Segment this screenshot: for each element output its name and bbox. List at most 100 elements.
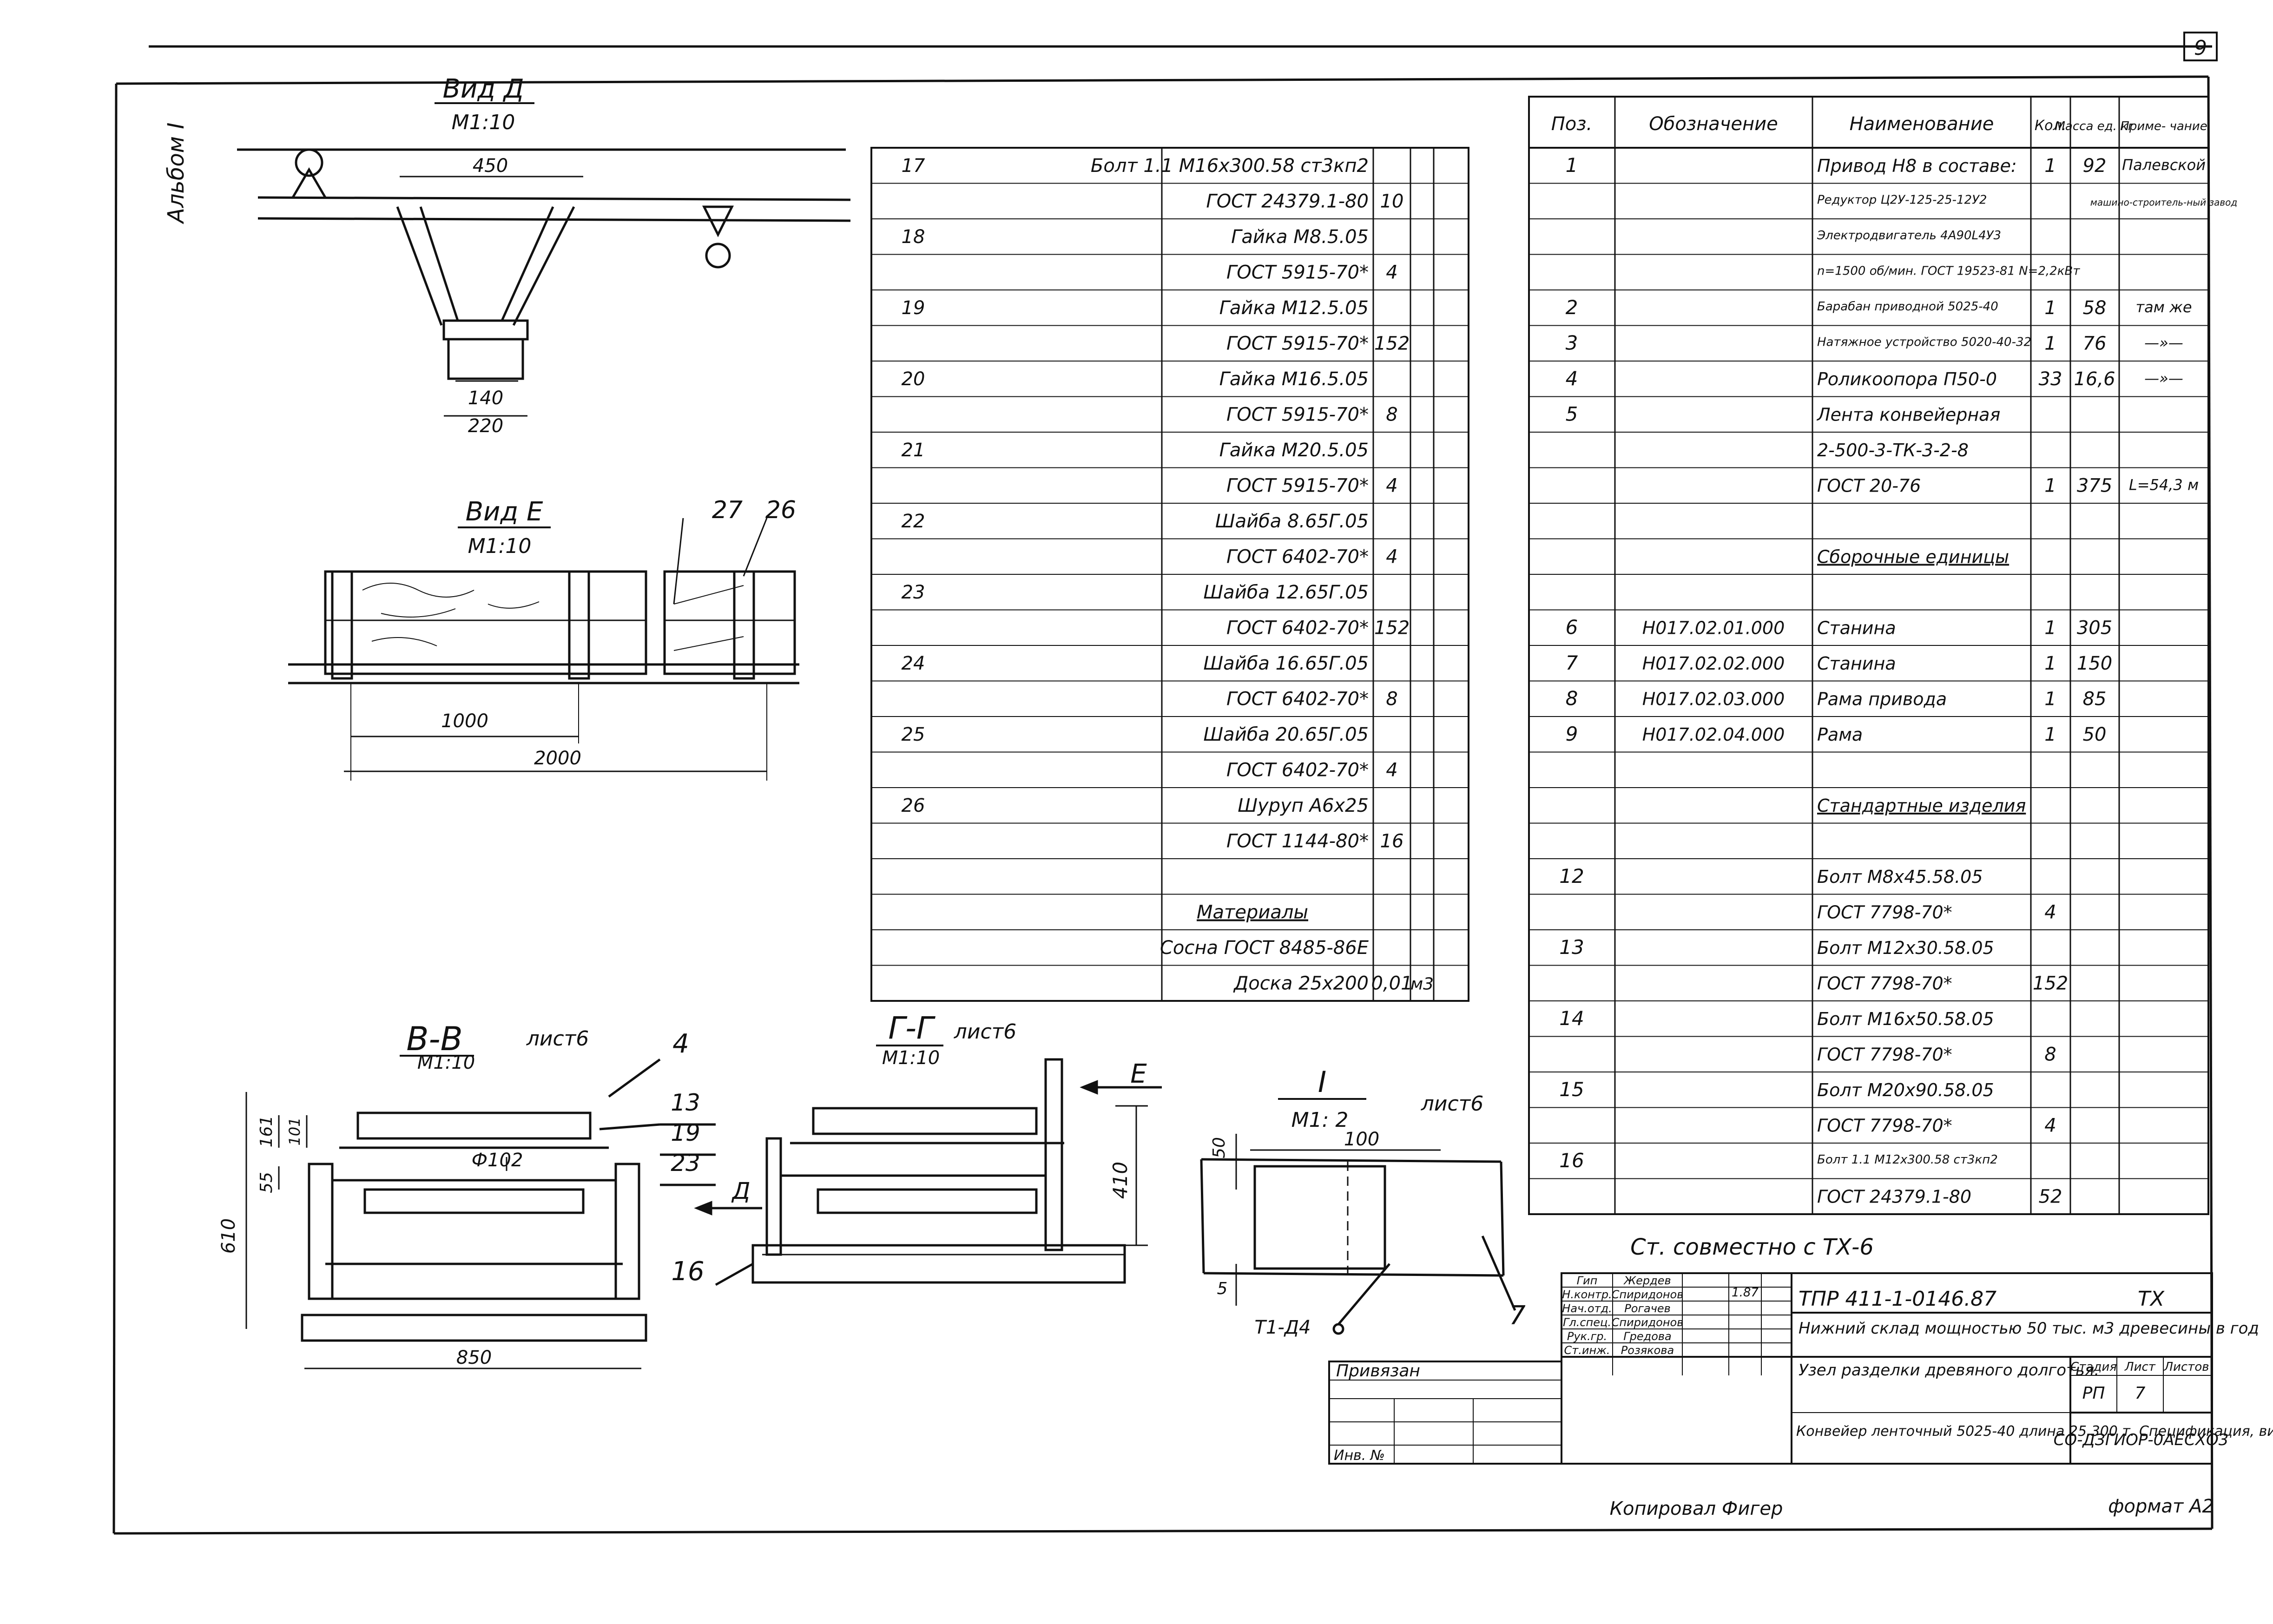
right-row-qty: 4 [2044, 902, 2056, 923]
left-row-qty: 4 [1386, 760, 1397, 781]
right-table-frame [1528, 96, 2209, 1215]
object-name: Нижний склад мощностью 50 тыс. м3 древес… [1799, 1319, 2259, 1338]
left-row-name: Гайка М12.5.05 [1219, 297, 1369, 319]
dim-50: 50 [1210, 1137, 1229, 1158]
right-spec-table: Поз. Обозначение Наименование Кол.Масса ед.… [1528, 96, 2237, 1215]
page-number: 9 [2194, 36, 2207, 60]
role-label: Нач.отд. [1562, 1302, 1612, 1315]
detail-i-title: I [1318, 1065, 1326, 1099]
left-row-pos: 26 [902, 795, 925, 816]
dim-101: 101 [286, 1117, 303, 1145]
right-row-name: Роликоопора П50-0 [1817, 369, 1997, 389]
left-row-name: ГОСТ 1144-80* [1226, 831, 1369, 852]
callout-e: Е [1130, 1059, 1147, 1089]
stage-value: РП [2082, 1384, 2105, 1403]
dim-610: 610 [218, 1218, 239, 1254]
left-row-name: Гайка М16.5.05 [1219, 368, 1369, 390]
view-d-scale: М1:10 [452, 111, 515, 134]
right-row-note: машино-строитель-ный завод [2090, 197, 2237, 208]
left-row-qty: 4 [1386, 475, 1397, 497]
stage-header-stage: Стадия [2070, 1360, 2117, 1374]
left-row-name: Доска 25х200 [1233, 973, 1369, 994]
right-row-name: Редуктор Ц2У-125-25-12У2 [1817, 193, 1987, 207]
left-row-qty: 152 [1374, 618, 1410, 639]
right-row-name: Рама [1817, 724, 1863, 745]
left-row-name: Шайба 12.65Г.05 [1203, 582, 1369, 603]
right-row-pos: 12 [1559, 865, 1584, 888]
section-gg-scale: М1:10 [882, 1047, 940, 1069]
dim-2000: 2000 [534, 748, 581, 769]
right-row-pos: 3 [1566, 332, 1578, 355]
right-row-qty: 1 [2044, 475, 2056, 497]
right-row-name: Электродвигатель 4А90L4У3 [1817, 229, 2001, 243]
copied-by: Копировал Фигер [1610, 1498, 1783, 1519]
left-row-name: ГОСТ 6402-70* [1226, 760, 1369, 781]
right-row-code: Н017.02.03.000 [1642, 689, 1785, 710]
right-row-pos: 8 [1566, 687, 1578, 710]
left-row-name: ГОСТ 6402-70* [1226, 618, 1369, 639]
right-row-qty: 1 [2044, 333, 2056, 355]
right-row-qty: 33 [2039, 368, 2062, 390]
right-table-header: Обозначение [1649, 113, 1778, 135]
role-person: Рогачев [1624, 1302, 1671, 1315]
right-row-mass: 50 [2083, 724, 2107, 745]
right-row-qty: 152 [2033, 973, 2068, 994]
left-row-name: ГОСТ 5915-70* [1226, 333, 1369, 355]
role-person: Гредова [1623, 1330, 1672, 1343]
right-row-mass: 76 [2083, 333, 2107, 355]
right-row-note: Палевской [2122, 156, 2206, 174]
dim-55: 55 [257, 1172, 276, 1193]
callout-7: 7 [1509, 1301, 1526, 1331]
right-row-mass: 85 [2083, 689, 2107, 710]
right-table-header: Наименование [1850, 113, 1994, 135]
right-row-name: Станина [1817, 618, 1896, 638]
right-row-name: ГОСТ 7798-70* [1817, 973, 1952, 994]
callout-27: 27 [712, 496, 743, 524]
binding-label: Привязан [1336, 1361, 1420, 1381]
left-row-pos: 25 [902, 724, 925, 745]
project-code: ТПР 411-1-0146.87 [1799, 1287, 1996, 1311]
role-label: Н.контр. [1562, 1288, 1612, 1301]
right-row-mass: 16,6 [2074, 368, 2115, 390]
view-d-title: Вид Д [442, 74, 524, 104]
right-row-qty: 52 [2039, 1186, 2062, 1208]
right-row-name: ГОСТ 7798-70* [1817, 1045, 1952, 1065]
right-row-code: Н017.02.01.000 [1642, 618, 1785, 638]
sheet-description: Конвейер ленточный 5025-40 длина 25,300 … [1796, 1423, 2273, 1440]
right-row-note: —»— [2144, 334, 2183, 352]
right-row-pos: 14 [1559, 1007, 1584, 1030]
stage-header-sheets: Листов [2163, 1360, 2209, 1374]
right-row-qty: 1 [2044, 618, 2056, 639]
left-row-name: Гайка М8.5.05 [1231, 226, 1369, 248]
right-row-name: ГОСТ 7798-70* [1817, 1116, 1952, 1136]
right-row-name: Болт 1.1 М12х300.58 ст3кп2 [1817, 1153, 1998, 1167]
right-row-pos: 2 [1566, 296, 1578, 319]
left-row-qty: 8 [1386, 404, 1397, 426]
view-e: Вид Е М1:10 27 26 1000 2000 [288, 496, 799, 781]
right-row-qty: 1 [2044, 155, 2056, 177]
right-row-name: Болт М12х30.58.05 [1817, 938, 1994, 958]
dim-140: 140 [468, 388, 503, 409]
right-table-header: Масса ед. кг [2055, 119, 2134, 133]
right-table-header: Приме- чание [2120, 119, 2207, 133]
dim-850: 850 [456, 1347, 492, 1368]
right-row-name: Болт М20х90.58.05 [1817, 1080, 1994, 1100]
dim-450: 450 [473, 155, 508, 177]
right-row-pos: 1 [1566, 154, 1578, 177]
callout-13: 13 [671, 1089, 700, 1116]
role-person: Спиридонов [1612, 1288, 1684, 1301]
right-table-header: Поз. [1551, 113, 1593, 135]
right-row-name: n=1500 об/мин. ГОСТ 19523-81 N=2,2кВт [1817, 264, 2080, 278]
left-row-qty: 16 [1380, 831, 1404, 852]
right-table-header: Кол. [2035, 118, 2066, 134]
role-label: Гл.спец. [1563, 1316, 1611, 1329]
dim-1000: 1000 [441, 710, 488, 732]
right-row-name: Рама привода [1817, 689, 1947, 710]
stage-header-sheet: Лист [2124, 1360, 2156, 1374]
left-row-pos: 19 [902, 297, 925, 319]
right-row-name: Лента конвейерная [1816, 405, 2000, 425]
left-row-pos: 20 [902, 368, 925, 390]
right-row-pos: 7 [1566, 651, 1578, 674]
dim-100: 100 [1344, 1129, 1379, 1150]
right-row-name: Сборочные единицы [1817, 547, 2009, 567]
